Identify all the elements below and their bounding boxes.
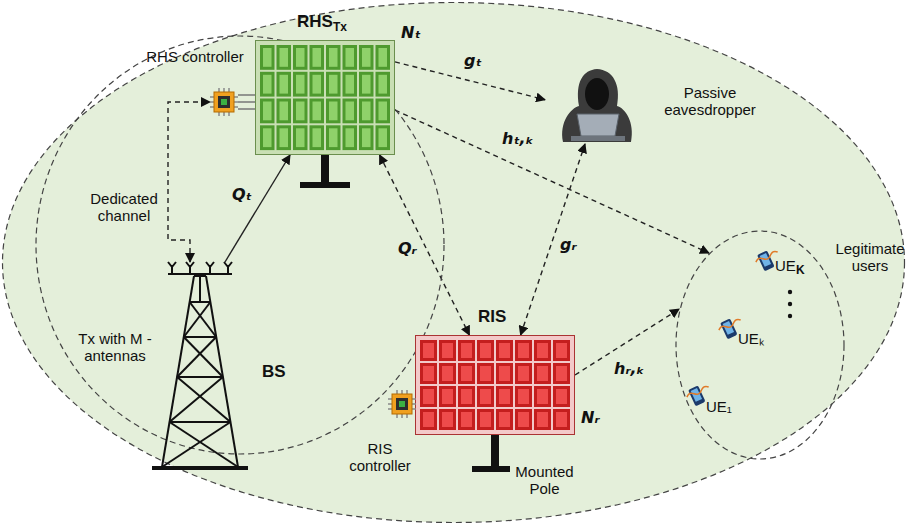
eavesdropper-label: Passive eavesdropper xyxy=(655,84,765,119)
mounting-pole xyxy=(300,155,510,472)
user-label: UE xyxy=(775,257,796,274)
rhs-grid xyxy=(255,40,395,155)
panel-subscript: Tx xyxy=(333,21,347,35)
region-label: Legitimate users xyxy=(834,240,906,275)
region-label: BS xyxy=(262,362,286,382)
solid-link xyxy=(225,155,290,262)
panel-label: RHS xyxy=(297,12,333,32)
tx-tower: Tx with M - antennas xyxy=(150,262,250,477)
user-label: UE₁ xyxy=(706,398,732,415)
element-count: Nᵣ xyxy=(581,409,599,427)
ellipsis-dots xyxy=(788,290,792,318)
controller-chip xyxy=(210,88,238,116)
dashed-link xyxy=(380,155,470,335)
controller-chip: RIS controller xyxy=(388,390,416,418)
pole-label: Mounted Pole xyxy=(507,463,582,498)
link-label: Qᵣ xyxy=(396,240,419,258)
dashed-link xyxy=(168,102,210,262)
controller-chip xyxy=(388,390,416,418)
element-count: Nₜ xyxy=(401,24,421,42)
bs-region: BS RHS controller RHSTxNₜ Tx with M - anten… xyxy=(35,35,445,455)
link-label: gᵣ xyxy=(558,236,579,254)
controller-label: RIS controller xyxy=(340,440,420,475)
panel-label: RIS xyxy=(478,307,506,327)
link-label: Dedicated channel xyxy=(84,190,164,225)
eavesdropper: Passive eavesdropper xyxy=(545,62,645,144)
eavesdropper-figure xyxy=(545,62,645,144)
user-subscript: K xyxy=(796,264,805,278)
phone-icons xyxy=(684,247,782,408)
user-label: UEₖ xyxy=(738,330,764,347)
rhs-panel: RHSTxNₜ xyxy=(255,40,395,155)
link-label: Qₜ xyxy=(230,186,254,204)
link-label: gₜ xyxy=(462,52,484,70)
dashed-link xyxy=(395,110,709,253)
coverage-region xyxy=(3,3,905,523)
controller-wires xyxy=(238,95,255,109)
dashed-link xyxy=(521,144,585,335)
tower-label: Tx with M - antennas xyxy=(75,330,155,365)
ris-panel: RISNᵣMounted Pole xyxy=(415,335,575,435)
tower-illustration xyxy=(150,262,250,477)
controller-chip: RHS controller xyxy=(210,88,238,116)
link-label: hᵣ,ₖ xyxy=(612,360,646,378)
link-label: hₜ,ₖ xyxy=(500,130,535,148)
ris-grid xyxy=(415,335,575,435)
controller-label: RHS controller xyxy=(145,48,245,65)
